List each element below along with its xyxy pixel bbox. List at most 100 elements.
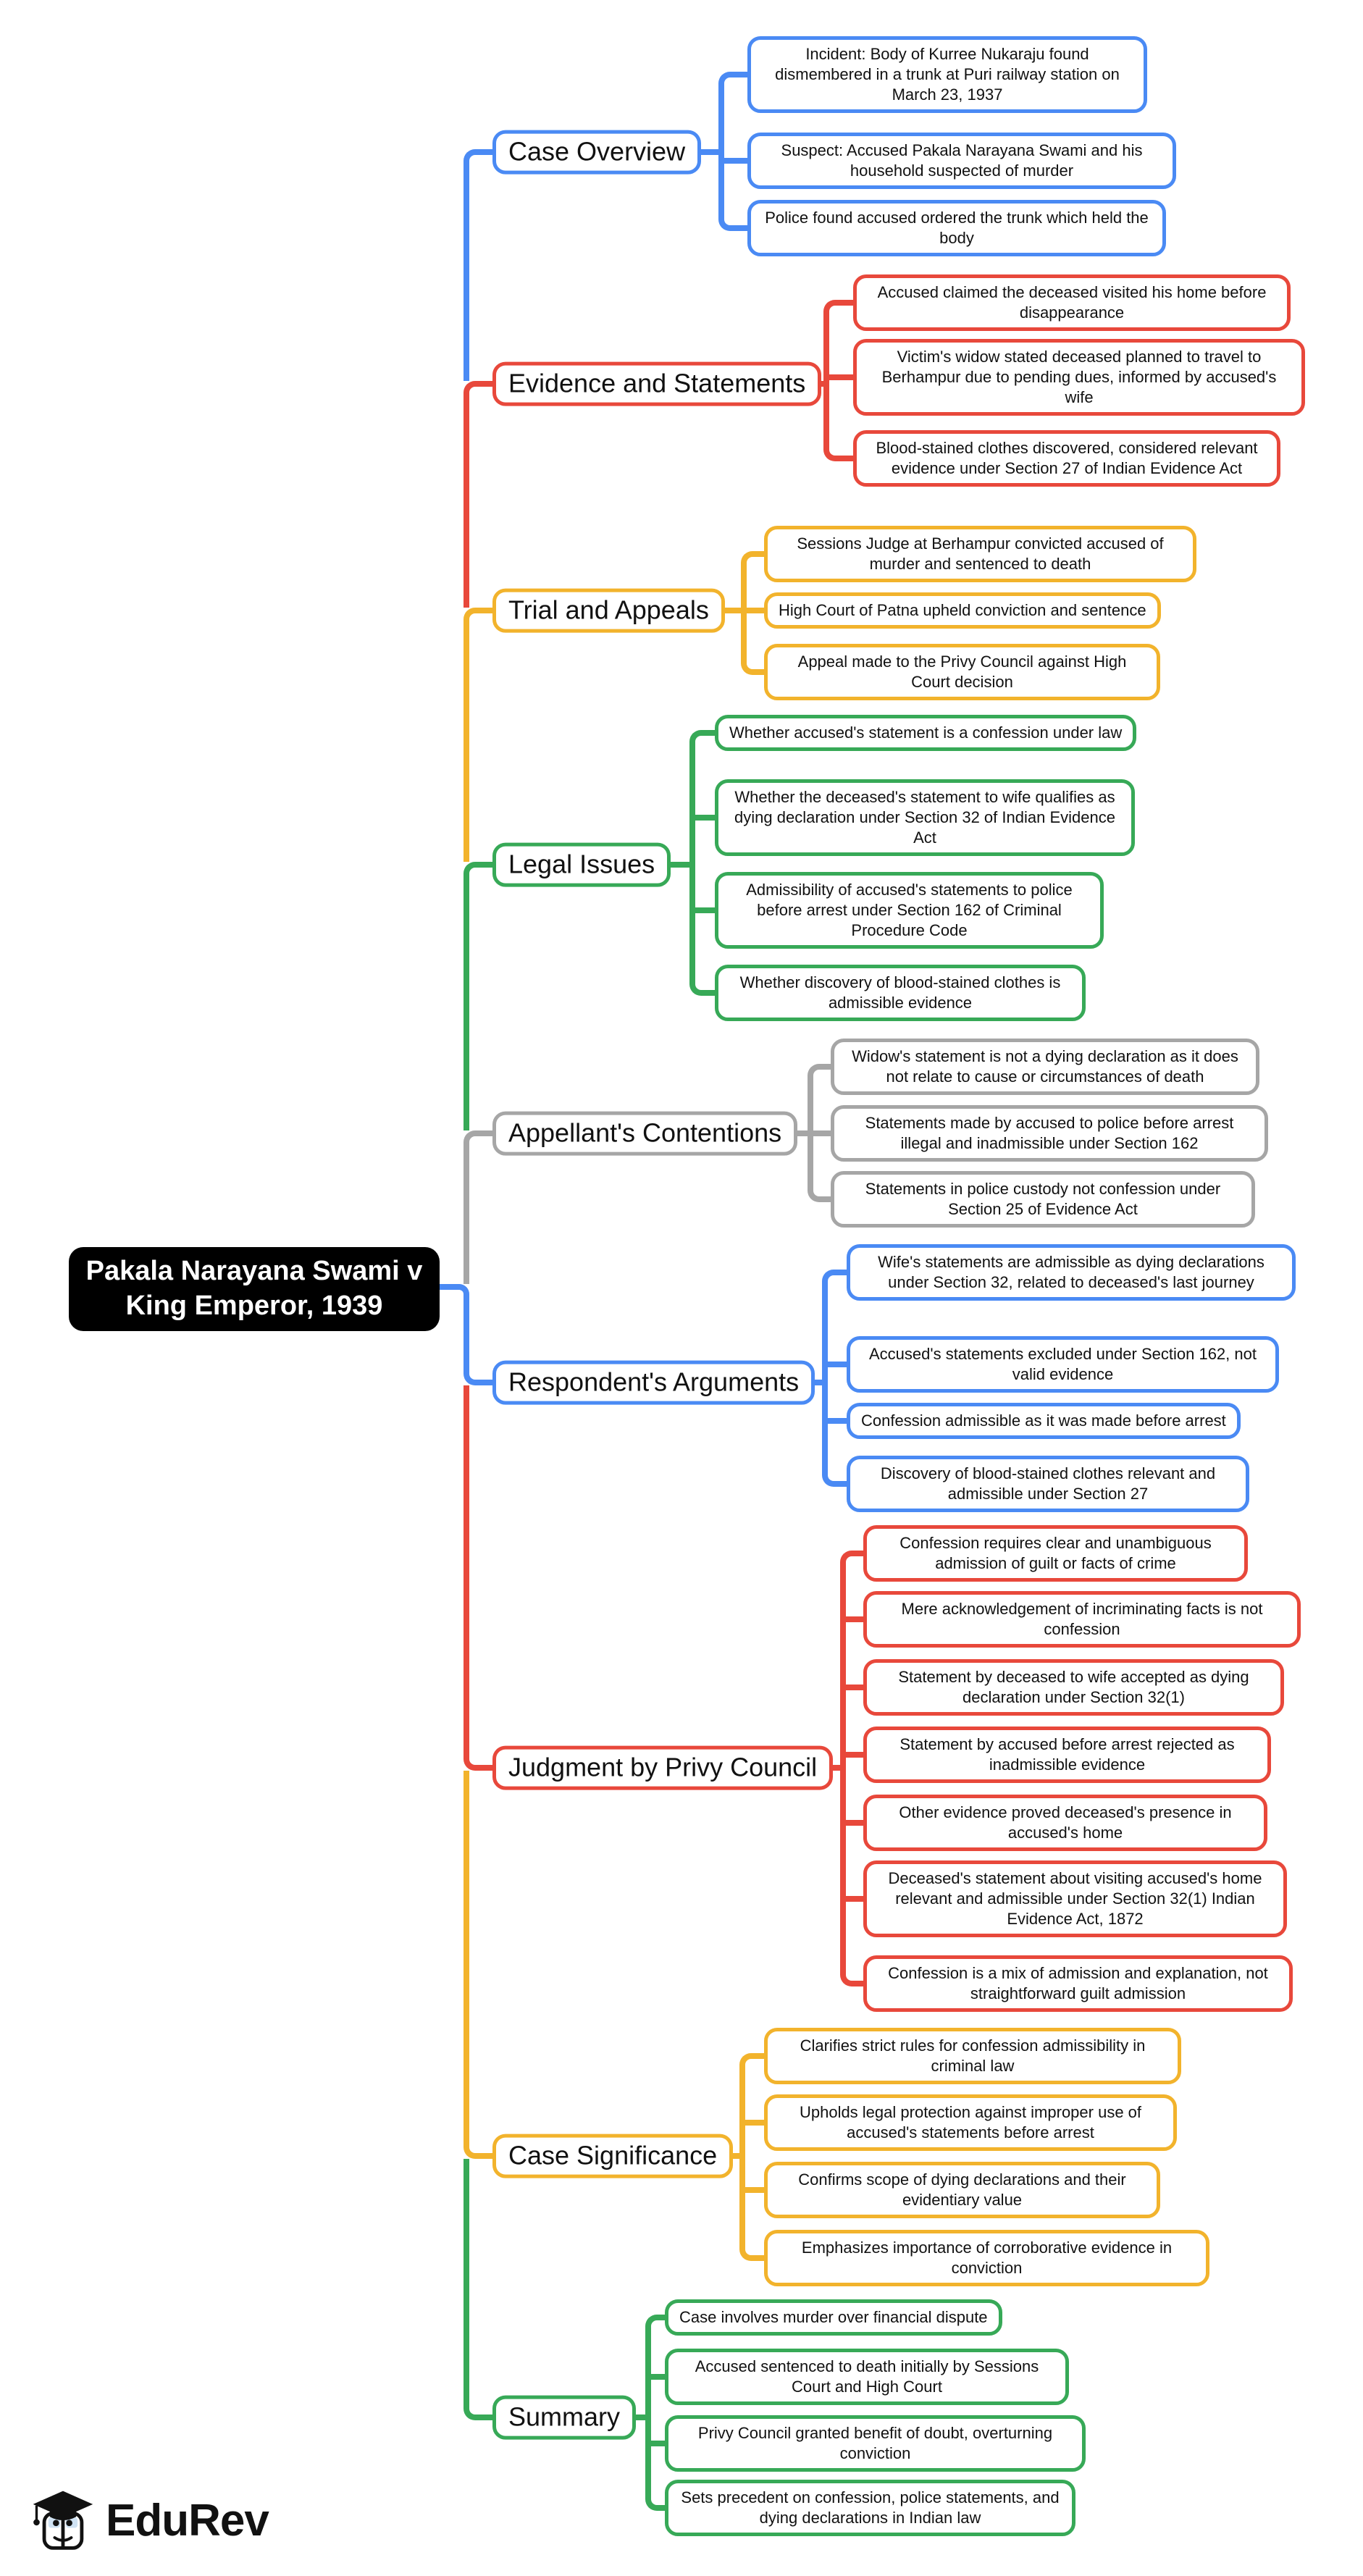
connector-line	[840, 1565, 846, 1972]
connector-line	[645, 2329, 651, 2496]
connector-elbow	[822, 1469, 851, 1487]
connector-line	[744, 608, 768, 613]
connector-line	[731, 2153, 745, 2159]
branch-item-trial-and-appeals-1: Sessions Judge at Berhampur convicted ac…	[764, 526, 1196, 583]
connector-elbow	[464, 2136, 497, 2159]
connector-line	[831, 1765, 846, 1771]
edurev-logo: EduRev	[25, 2483, 279, 2558]
branch-item-case-overview-1: Incident: Body of Kurree Nukaraju found …	[747, 36, 1147, 114]
connector-line	[813, 1380, 828, 1385]
edurev-wordmark: EduRev	[106, 2495, 269, 2546]
connector-elbow	[718, 214, 752, 231]
connector-elbow	[452, 1284, 469, 1304]
connector-line	[795, 1130, 813, 1136]
branch-item-legal-issues-1: Whether accused's statement is a confess…	[715, 715, 1137, 752]
connector-line	[464, 2159, 469, 2397]
branch-item-summary-1: Case involves murder over financial disp…	[665, 2299, 1002, 2336]
connector-line	[464, 1145, 469, 1284]
connector-line	[742, 2120, 768, 2126]
connector-line	[843, 1685, 868, 1690]
connector-elbow	[808, 1185, 835, 1202]
connector-elbow	[464, 1365, 497, 1385]
connector-line	[668, 862, 695, 868]
branch-item-respondents-arguments-3: Confession admissible as it was made bef…	[847, 1403, 1241, 1440]
connector-line	[825, 1362, 851, 1367]
connector-line	[823, 314, 829, 447]
connector-line	[723, 608, 747, 613]
branch-item-case-significance-2: Upholds legal protection against imprope…	[764, 2094, 1177, 2152]
connector-elbow	[822, 1270, 851, 1287]
branch-item-case-overview-2: Suspect: Accused Pakala Narayana Swami a…	[747, 133, 1176, 190]
connector-elbow	[718, 72, 752, 89]
branch-item-summary-3: Privy Council granted benefit of doubt, …	[665, 2415, 1086, 2472]
connector-elbow	[823, 300, 857, 317]
branch-label-respondents-arguments: Respondent's Arguments	[492, 1360, 815, 1405]
connector-elbow	[741, 658, 768, 675]
branch-item-judgment-by-privy-council-3: Statement by deceased to wife accepted a…	[863, 1659, 1284, 1716]
branch-item-case-overview-3: Police found accused ordered the trunk w…	[747, 200, 1166, 257]
connector-line	[692, 815, 719, 821]
branch-item-evidence-and-statements-1: Accused claimed the deceased visited his…	[853, 274, 1291, 332]
connector-line	[648, 2441, 669, 2446]
connector-elbow	[739, 2053, 768, 2071]
connector-elbow	[689, 978, 719, 996]
connector-line	[464, 1771, 469, 2136]
branch-item-judgment-by-privy-council-1: Confession requires clear and unambiguou…	[863, 1525, 1248, 1582]
branch-item-evidence-and-statements-3: Blood-stained clothes discovered, consid…	[853, 430, 1280, 487]
connector-line	[843, 1752, 868, 1758]
branch-item-respondents-arguments-2: Accused's statements excluded under Sect…	[847, 1336, 1279, 1393]
branch-item-judgment-by-privy-council-6: Deceased's statement about visiting accu…	[863, 1860, 1287, 1938]
connector-line	[634, 2415, 651, 2420]
branch-item-case-significance-3: Confirms scope of dying declarations and…	[764, 2162, 1160, 2219]
connector-elbow	[823, 444, 857, 461]
branch-item-appellants-contentions-1: Widow's statement is not a dying declara…	[831, 1039, 1259, 1096]
connector-elbow	[464, 1130, 497, 1148]
branch-item-summary-2: Accused sentenced to death initially by …	[665, 2349, 1069, 2406]
connector-elbow	[840, 1551, 868, 1568]
connector-line	[721, 158, 752, 164]
connector-line	[689, 744, 695, 981]
branch-label-legal-issues: Legal Issues	[492, 842, 671, 887]
branch-item-appellants-contentions-2: Statements made by accused to police bef…	[831, 1105, 1268, 1162]
branch-item-case-significance-1: Clarifies strict rules for confession ad…	[764, 2028, 1181, 2085]
root-node: Pakala Narayana Swami v King Emperor, 19…	[69, 1247, 440, 1331]
branch-item-judgment-by-privy-council-7: Confession is a mix of admission and exp…	[863, 1955, 1293, 2013]
connector-line	[464, 876, 469, 1130]
branch-item-summary-4: Sets precedent on confession, police sta…	[665, 2480, 1075, 2537]
branch-item-judgment-by-privy-council-5: Other evidence proved deceased's presenc…	[863, 1795, 1267, 1852]
connector-line	[464, 622, 469, 862]
branch-label-evidence-and-statements: Evidence and Statements	[492, 361, 822, 406]
connector-line	[464, 164, 469, 381]
edurev-mascot-icon	[33, 2491, 93, 2550]
connector-elbow	[645, 2315, 669, 2332]
branch-item-legal-issues-2: Whether the deceased's statement to wife…	[715, 779, 1135, 857]
branch-label-appellants-contentions: Appellant's Contentions	[492, 1111, 798, 1156]
connector-line	[843, 1820, 868, 1826]
connector-elbow	[464, 381, 497, 398]
branch-label-judgment-by-privy-council: Judgment by Privy Council	[492, 1745, 834, 1790]
branch-item-trial-and-appeals-3: Appeal made to the Privy Council against…	[764, 644, 1160, 701]
branch-label-case-significance: Case Significance	[492, 2134, 734, 2178]
branch-item-respondents-arguments-4: Discovery of blood-stained clothes relev…	[847, 1456, 1249, 1513]
connector-line	[464, 395, 469, 608]
connector-line	[692, 907, 719, 913]
branch-item-legal-issues-3: Admissibility of accused's statements to…	[715, 872, 1104, 949]
branch-item-legal-issues-4: Whether discovery of blood-stained cloth…	[715, 965, 1086, 1022]
connector-line	[843, 1896, 868, 1902]
connector-line	[436, 1284, 455, 1290]
connector-elbow	[464, 862, 497, 879]
branch-item-evidence-and-statements-2: Victim's widow stated deceased planned t…	[853, 339, 1305, 416]
branch-item-trial-and-appeals-2: High Court of Patna upheld conviction an…	[764, 592, 1161, 629]
branch-item-respondents-arguments-1: Wife's statements are admissible as dyin…	[847, 1244, 1296, 1301]
connector-line	[826, 374, 857, 380]
branch-label-summary: Summary	[492, 2395, 637, 2440]
connector-elbow	[840, 1969, 868, 1986]
connector-line	[464, 1385, 469, 1748]
connector-line	[648, 2374, 669, 2380]
branch-item-judgment-by-privy-council-2: Mere acknowledgement of incriminating fa…	[863, 1591, 1301, 1648]
connector-elbow	[739, 2244, 768, 2261]
branch-item-appellants-contentions-3: Statements in police custody not confess…	[831, 1171, 1255, 1228]
connector-line	[699, 149, 724, 155]
connector-elbow	[645, 2493, 669, 2511]
